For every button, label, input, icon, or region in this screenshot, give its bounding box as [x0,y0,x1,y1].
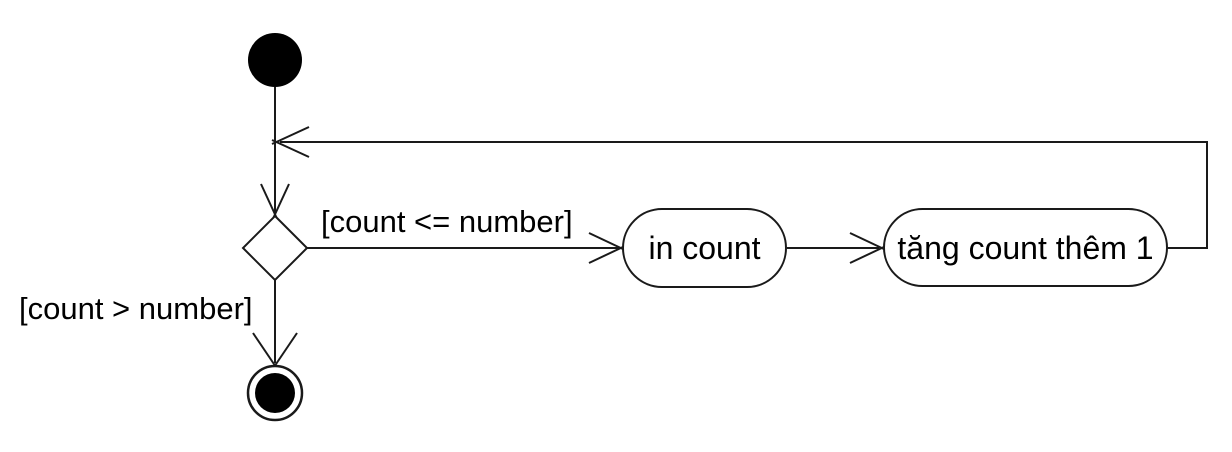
action-node-in-count: in count [622,208,787,288]
action-node-increment-count: tăng count thêm 1 [883,208,1168,287]
arrowhead-into-increment [849,232,887,264]
arrowhead-into-final [252,332,298,371]
final-state-inner-dot [255,373,295,413]
flow-loop-back [280,141,1208,249]
arrowhead-into-print [588,232,626,264]
action-node-increment-count-label: tăng count thêm 1 [897,229,1154,266]
action-node-in-count-label: in count [648,230,761,266]
guard-label-exit-condition: [count > number] [19,291,253,326]
decision-diamond [241,214,309,282]
arrowhead-into-merge [271,126,310,158]
guard-label-loop-condition: [count <= number] [321,204,573,239]
initial-state-node [248,33,302,87]
